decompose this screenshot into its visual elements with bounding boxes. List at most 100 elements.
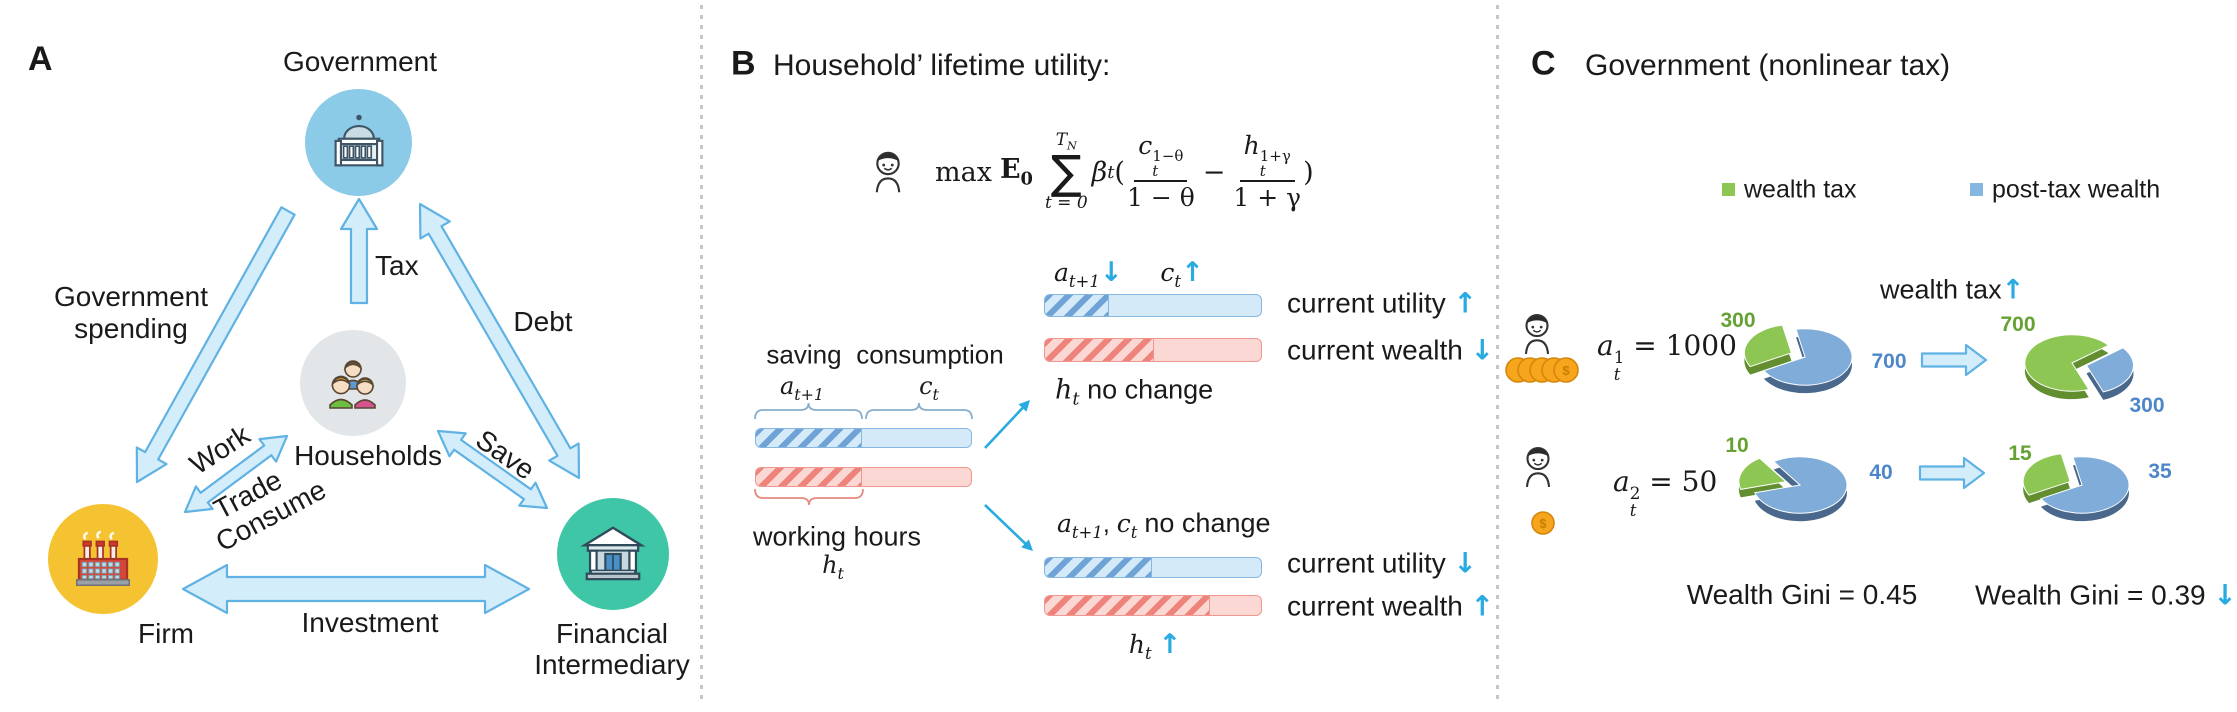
legend-post-tax-wealth-swatch (1970, 183, 1983, 196)
government-node (305, 89, 412, 196)
bottom-wealth-label: current wealth ↑ (1287, 589, 1495, 623)
down-arrow-icon: ↓ (1453, 546, 1477, 580)
pie-slice-post-tax-wealth (1763, 328, 1853, 386)
debt-arrow (418, 202, 581, 480)
edge-tax-label: Tax (375, 250, 419, 281)
pie1-wealth-tax-value: 300 (1720, 309, 1756, 332)
single-coin-icon: $ (1530, 510, 1556, 541)
edge-investment-label: Investment (301, 607, 439, 638)
top-wealth-label: current wealth ↓ (1287, 333, 1495, 367)
legend-wealth-tax-swatch (1722, 183, 1735, 196)
formula-expectation: E (999, 154, 1021, 186)
coin-stack-icon: $ (1505, 356, 1579, 389)
wealth-tax-note: wealth tax↑ (1880, 274, 2025, 306)
working-hours-var-label: ht (822, 551, 844, 583)
bottom-group-header: at+1, ct no change (1057, 508, 1271, 542)
down-arrow-icon: ↓ (1099, 257, 1123, 288)
svg-text:$: $ (1539, 516, 1547, 531)
financial-intermediary-node (557, 498, 669, 610)
bar-left-red (755, 467, 972, 487)
svg-text:$: $ (1562, 363, 1570, 378)
top-group-header: at+1↓ ct↑ (1054, 257, 1204, 291)
poor-person-icon (1522, 446, 1554, 493)
pie3-post-tax-value: 40 (1869, 461, 1893, 484)
tax-transform-arrow-2 (1918, 456, 1986, 490)
households-label: Households (294, 440, 442, 471)
bar-left-blue-hatch (756, 429, 863, 447)
edge-debt-label: Debt (513, 306, 573, 337)
bar-bottom-red (1044, 595, 1262, 616)
pie-slice-wealth-tax (2024, 334, 2110, 392)
top-utility-label: current utility ↑ (1287, 286, 1477, 320)
bar-top-blue-hatch (1045, 295, 1109, 316)
financial-intermediary-label-2: Intermediary (534, 649, 690, 680)
pie4-post-tax-value: 35 (2148, 460, 2172, 483)
top-h-note: ht no change (1055, 374, 1214, 410)
pie-slice-post-tax-wealth (2085, 347, 2134, 393)
pie-slice-wealth-tax (2022, 453, 2071, 496)
pie2-post-tax-value: 300 (2129, 394, 2165, 417)
connector-arrow (984, 404, 1026, 449)
bottom-h-label: ht ↑ (1128, 629, 1182, 663)
brace (754, 488, 864, 506)
panel-divider-ab (700, 5, 703, 705)
gini-after-label: Wealth Gini = 0.39 ↓ (1975, 578, 2237, 612)
pie-slice-post-tax-wealth (2040, 456, 2130, 514)
pie4-wealth-tax-value: 15 (2008, 442, 2032, 465)
formula-beta: β (1091, 156, 1108, 188)
brace (754, 402, 863, 420)
tax-arrow (339, 197, 379, 305)
saving-var-label: at+1 (779, 372, 825, 404)
gini-before-label: Wealth Gini = 0.45 (1686, 579, 1918, 610)
firm-node (48, 504, 158, 614)
bar-bottom-blue-hatch (1045, 558, 1152, 577)
legend-wealth-tax-label: wealth tax (1744, 175, 1857, 204)
up-arrow-icon: ↑ (1158, 629, 1182, 660)
pie3-wealth-tax-value: 10 (1725, 434, 1749, 457)
pie-slice-post-tax-wealth (1754, 456, 1848, 514)
panel-c-title: Government (nonlinear tax) (1585, 49, 1951, 82)
bar-top-red-hatch (1045, 339, 1154, 361)
government-label: Government (282, 46, 438, 77)
brace (865, 402, 973, 420)
pie-slice-wealth-tax (1738, 457, 1788, 490)
up-arrow-icon: ↑ (2001, 274, 2025, 306)
edge-gov-spending-label-2: spending (74, 313, 188, 344)
bar-left-blue (755, 428, 972, 448)
consumption-var-label: ct (919, 372, 939, 404)
factory-icon (68, 528, 138, 590)
rich-person-icon (1521, 313, 1553, 360)
formula-sum: TN ∑ t = 0 (1044, 129, 1088, 214)
investment-arrow (181, 563, 531, 615)
down-arrow-icon: ↓ (1470, 333, 1495, 367)
up-arrow-icon: ↑ (1181, 257, 1204, 288)
connector-arrow (984, 504, 1029, 547)
connector-arrowhead (1018, 400, 1030, 412)
bar-left-red-hatch (756, 468, 863, 486)
panel-c-label: C (1531, 44, 1556, 83)
formula-max: max (935, 156, 992, 188)
panel-a-label: A (28, 40, 53, 78)
bar-bottom-red-hatch (1045, 596, 1211, 615)
households-family-icon (321, 354, 385, 412)
panel-divider-bc (1496, 5, 1499, 705)
save-arrow (436, 429, 549, 510)
bank-icon (578, 523, 648, 585)
household-person-icon (872, 150, 904, 199)
connector-arrowhead (1021, 539, 1033, 551)
pie1-post-tax-value: 700 (1871, 350, 1907, 373)
pie-slice-wealth-tax (1743, 324, 1793, 368)
bar-top-blue (1044, 294, 1262, 317)
saving-label: saving (766, 339, 842, 370)
work-trade-arrow (183, 434, 289, 514)
government-building-icon (325, 111, 393, 175)
pie2-wealth-tax-value: 700 (2000, 313, 2036, 336)
bottom-utility-label: current utility ↓ (1287, 546, 1477, 580)
panel-b-title: Household’ lifetime utility: (773, 49, 1111, 82)
